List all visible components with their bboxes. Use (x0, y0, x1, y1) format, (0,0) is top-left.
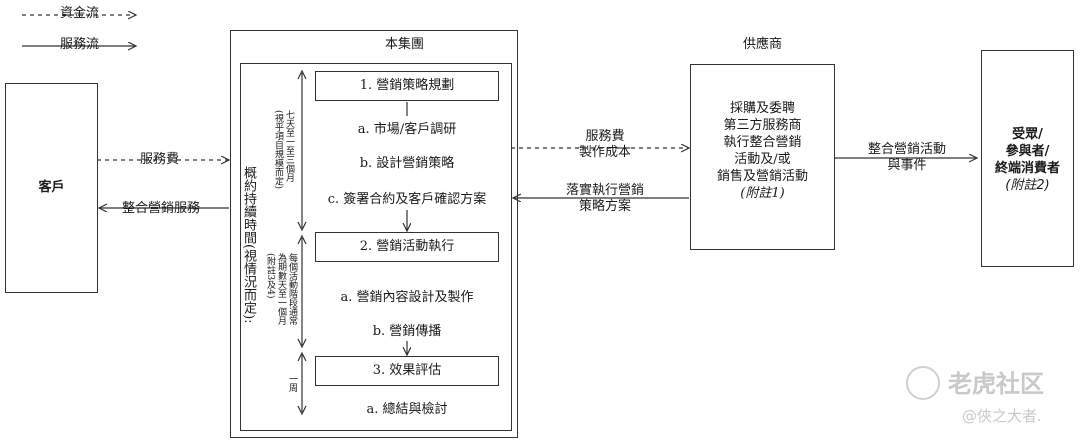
legend-service-label: 服務流 (60, 37, 100, 52)
step-1b: b. 設計營銷策略 (359, 156, 455, 171)
integrated-service-label: 整合營銷服務 (122, 201, 201, 216)
step-2-box: 2. 營銷活動執行 (315, 232, 499, 262)
step-1-box: 1. 營銷策略規劃 (315, 71, 499, 101)
step-2a: a. 營銷內容設計及製作 (340, 290, 474, 305)
group-box (230, 30, 518, 438)
supplier-text: 採購及委聘 第三方服務商 執行整合營銷 活動及/或 銷售及營銷活動 (附註1) (716, 101, 808, 201)
customer-label: 客戶 (38, 180, 65, 195)
supplier-box: 採購及委聘 第三方服務商 執行整合營銷 活動及/或 銷售及營銷活動 (附註1) (690, 64, 835, 250)
duration-2: 每個活動階段通常為期數天至一個月(附註3及4) (265, 253, 297, 325)
step-3a: a. 總結與檢討 (366, 402, 448, 417)
duration-label: 概約持續時間(視情況而定): (241, 166, 256, 324)
duration-1: 七天至一至三個月(視乎項目規模而定) (273, 110, 294, 190)
customer-box: 客戶 (5, 83, 98, 293)
recipients-box: 受眾/ 參與者/ 終端消費者 (附註2) (981, 50, 1074, 267)
step-3-box: 3. 效果評估 (315, 356, 499, 386)
implement-label: 落實執行營銷策略方案 (565, 183, 644, 214)
tiger-logo-icon (906, 366, 940, 400)
legend-fund-label: 資金流 (60, 6, 100, 21)
service-fee-label: 服務費 (140, 152, 180, 167)
activity-label: 整合營銷活動與事件 (867, 142, 946, 173)
step-1c: c. 簽署合約及客戶確認方案 (327, 192, 487, 207)
step-1a: a. 市場/客戶調研 (357, 122, 457, 137)
fees-label: 服務費製作成本 (578, 129, 631, 160)
supplier-title: 供應商 (743, 37, 783, 52)
watermark-user: @俠之大者. (962, 407, 1042, 425)
recipients-text: 受眾/ 參與者/ 終端消費者 (附註2) (994, 127, 1060, 193)
watermark-brand: 老虎社区 (948, 370, 1044, 398)
step-2b: b. 營銷傳播 (372, 324, 442, 339)
group-title: 本集團 (385, 37, 425, 52)
group-inner-box (240, 63, 512, 431)
duration-3: 一周 (287, 374, 297, 392)
